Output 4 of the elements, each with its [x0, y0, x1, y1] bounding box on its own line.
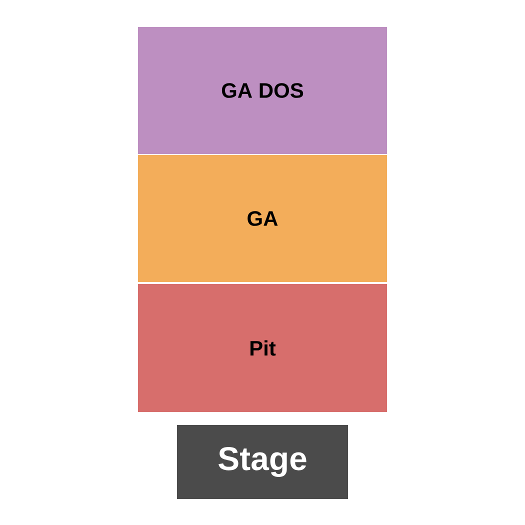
seating-section: Pit — [138, 284, 387, 412]
seating-section: GA — [138, 155, 387, 282]
stage-block: Stage — [177, 425, 348, 499]
seating-section: GA DOS — [138, 27, 387, 154]
